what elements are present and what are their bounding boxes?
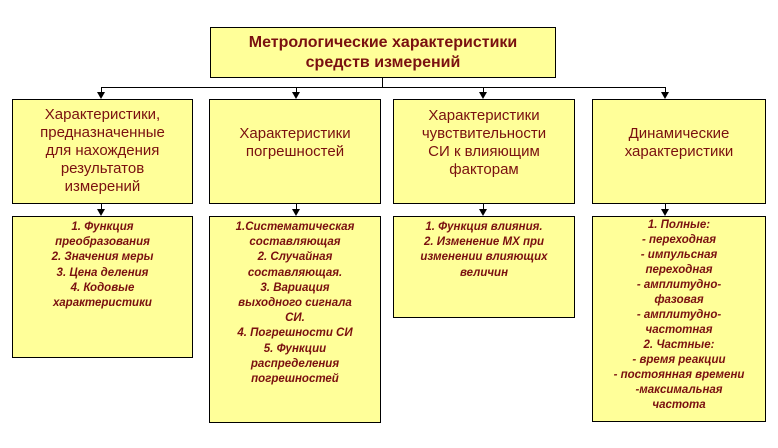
detail-2-line-6: выходного сигнала xyxy=(238,297,352,310)
detail-1-line-6: характеристики xyxy=(53,297,152,310)
detail-3-line-1: 1. Функция влияния. xyxy=(425,221,543,233)
link-3 xyxy=(483,204,484,209)
category-node-2: Характеристики погрешностей xyxy=(209,99,381,204)
detail-2-line-9: 5. Функции xyxy=(263,342,327,355)
detail-2-line-2: составляющая xyxy=(249,236,341,249)
arrow-4 xyxy=(661,92,669,99)
category-4-line-2: характеристики xyxy=(624,143,734,160)
detail-2-line-3: 2. Случайная xyxy=(257,251,333,264)
detail-4-line-2: - переходная xyxy=(641,234,717,246)
arrow-2 xyxy=(292,92,300,99)
detail-4-line-8: частотная xyxy=(645,324,713,336)
root-line-1: Метрологические характеристики xyxy=(248,34,518,51)
category-3-line-1: Характеристики xyxy=(428,107,540,124)
detail-node-4: 1. Полные: - переходная - импульсная пер… xyxy=(592,216,766,422)
detail-2-line-10: распределения xyxy=(250,357,340,370)
root-node: Метрологические характеристики средств и… xyxy=(210,27,556,78)
detail-4-line-11: - постоянная времени xyxy=(613,369,745,381)
link-2 xyxy=(296,204,297,209)
arrow-1 xyxy=(97,92,105,99)
detail-node-1: 1. Функция преобразования 2. Значения ме… xyxy=(12,216,193,358)
detail-2-line-1: 1.Систематическая xyxy=(235,221,355,233)
detail-4-line-6: фазовая xyxy=(654,294,704,306)
category-2-line-2: погрешностей xyxy=(245,143,345,160)
drop-3 xyxy=(483,87,484,92)
arrow-3 xyxy=(479,92,487,99)
root-stem xyxy=(382,78,383,87)
category-3-line-4: факторам xyxy=(449,161,519,178)
detail-2-line-7: СИ. xyxy=(285,312,305,325)
category-2-line-1: Характеристики xyxy=(239,125,351,142)
arrow-detail-2 xyxy=(292,209,300,216)
drop-2 xyxy=(296,87,297,92)
detail-3-line-3: изменении влияющих xyxy=(420,251,548,264)
detail-1-line-3: 2. Значения меры xyxy=(51,251,154,264)
category-3-line-2: чувствительности xyxy=(421,125,547,142)
detail-4-line-10: - время реакции xyxy=(632,354,726,366)
arrow-detail-4 xyxy=(661,209,669,216)
detail-3-line-2: 2. Изменение МХ при xyxy=(423,236,545,249)
detail-2-line-4: составляющая. xyxy=(247,266,343,279)
drop-4 xyxy=(665,87,666,92)
detail-3-line-4: величин xyxy=(459,266,509,279)
root-line-2: средств измерений xyxy=(305,54,461,71)
detail-4-line-1: 1. Полные: xyxy=(647,219,711,231)
detail-4-line-13: частота xyxy=(652,399,706,411)
link-4 xyxy=(665,204,666,209)
category-node-4: Динамические характеристики xyxy=(592,99,766,204)
detail-4-line-12: -максимальная xyxy=(635,384,723,396)
category-1-line-2: предназначенные xyxy=(40,124,165,141)
arrow-detail-3 xyxy=(479,209,487,216)
detail-1-line-4: 3. Цена деления xyxy=(56,266,149,279)
detail-2-line-5: 3. Вариация xyxy=(260,281,330,294)
detail-4-line-4: переходная xyxy=(645,264,713,276)
detail-2-line-11: погрешностей xyxy=(251,373,339,386)
detail-node-3: 1. Функция влияния. 2. Изменение МХ при … xyxy=(393,216,575,318)
category-3-line-3: СИ к влияющим xyxy=(428,143,540,160)
detail-4-line-3: - импульсная xyxy=(640,249,718,261)
category-1-line-3: для нахождения xyxy=(45,142,160,159)
link-1 xyxy=(101,204,102,209)
category-1-line-5: измерений xyxy=(64,178,141,195)
detail-4-line-7: - амплитудно- xyxy=(636,309,722,321)
detail-1-line-2: преобразования xyxy=(55,236,150,249)
detail-2-line-8: 4. Погрешности СИ xyxy=(237,327,353,340)
category-1-line-4: результатов xyxy=(60,160,145,177)
detail-node-2: 1.Систематическая составляющая 2. Случай… xyxy=(209,216,381,423)
category-node-3: Характеристики чувствительности СИ к вли… xyxy=(393,99,575,204)
category-node-1: Характеристики, предназначенные для нахо… xyxy=(12,99,193,204)
detail-4-line-5: - амплитудно- xyxy=(636,279,722,291)
arrow-detail-1 xyxy=(97,209,105,216)
drop-1 xyxy=(101,87,102,92)
detail-4-line-9: 2. Частные: xyxy=(643,339,715,351)
category-4-line-1: Динамические xyxy=(628,125,730,142)
category-1-line-1: Характеристики, xyxy=(44,106,161,123)
horizontal-bus xyxy=(101,87,666,88)
detail-1-line-5: 4. Кодовые xyxy=(70,281,135,294)
detail-1-line-1: 1. Функция xyxy=(71,221,134,233)
